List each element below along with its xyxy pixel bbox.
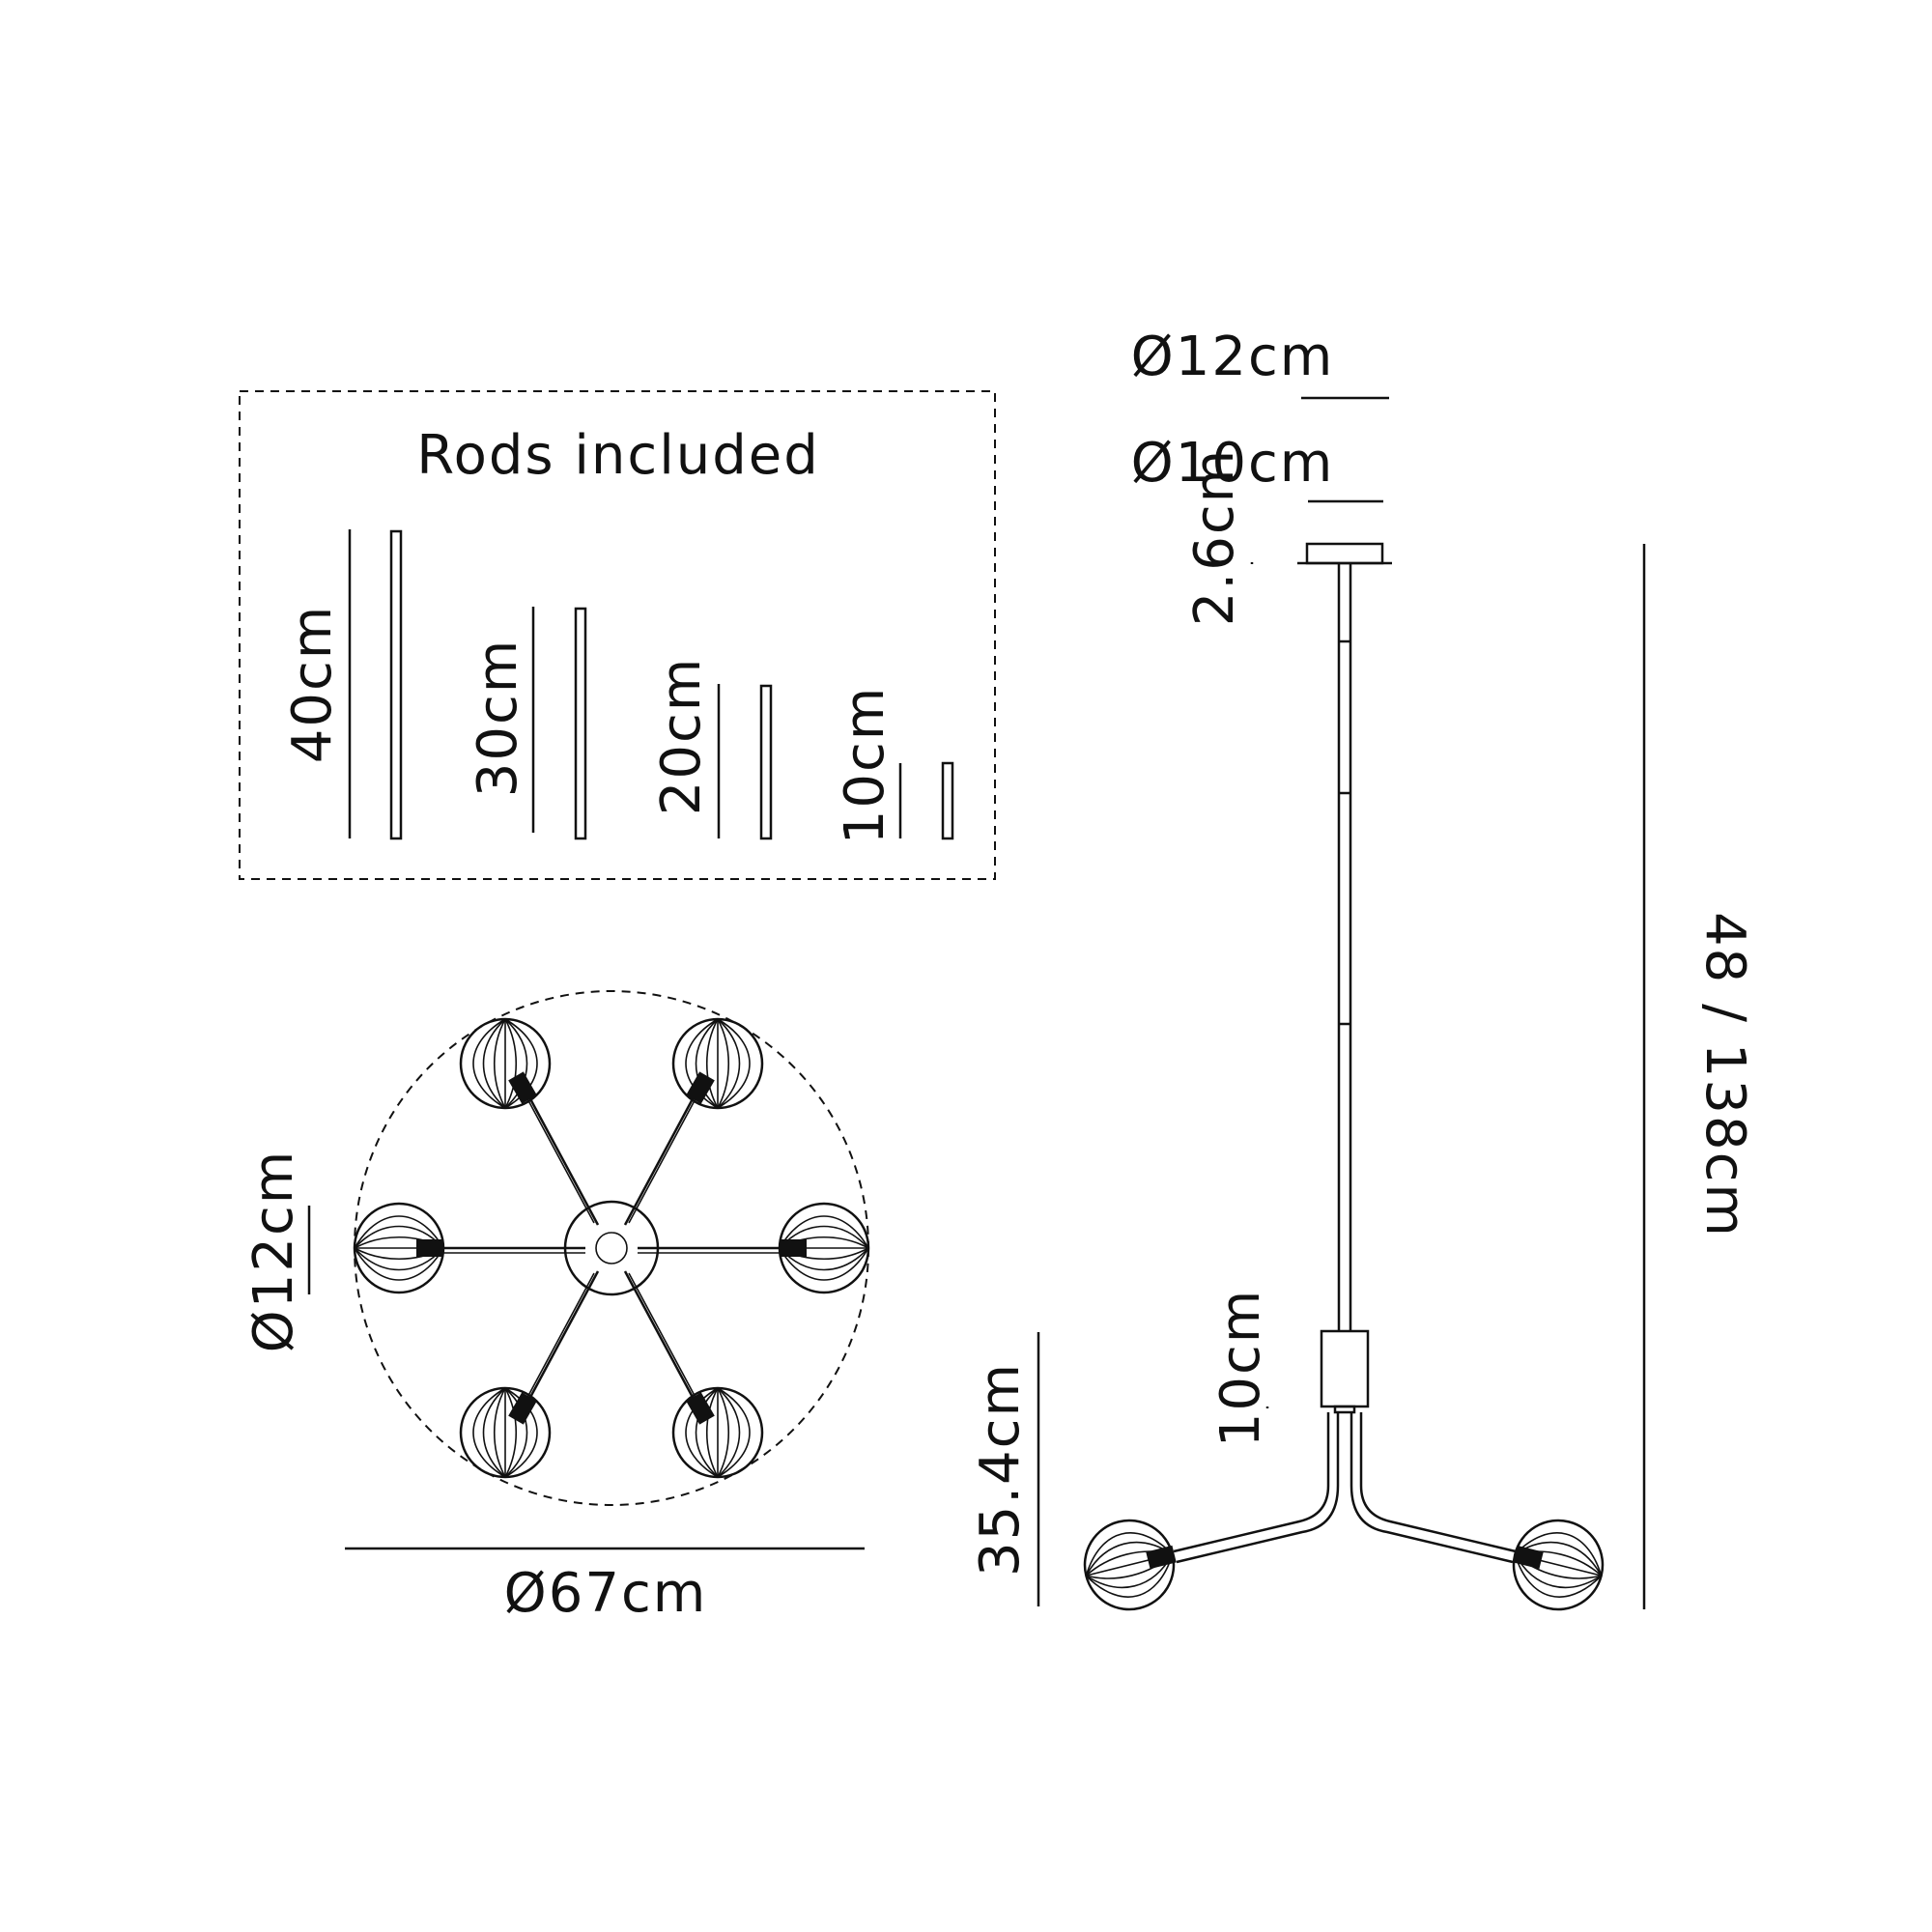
rod-30cm-label: 30cm: [467, 639, 529, 798]
rod-20cm: 20cm: [650, 657, 773, 840]
rods-box-border: [239, 390, 996, 880]
rod-20cm-shape: [759, 684, 773, 840]
fixture-body-collar: [1333, 1405, 1356, 1414]
overall-diameter-label: Ø67cm: [504, 1562, 708, 1625]
overall-height-label: 48 / 138cm: [1693, 912, 1756, 1238]
rod-40cm-shape: [389, 529, 403, 840]
rod-10cm-label: 10cm: [834, 686, 896, 845]
canopy-shape: [1305, 542, 1384, 565]
body-height-label: 10cm: [1209, 1289, 1272, 1448]
rod-10cm-shape: [941, 761, 954, 840]
rod-40cm-label: 40cm: [281, 605, 344, 764]
rod-10cm: 10cm: [834, 686, 954, 845]
drop-height-label: 35.4cm: [969, 1362, 1032, 1577]
top-view-arms: [439, 1091, 784, 1406]
rods-box-title: Rods included: [416, 424, 820, 487]
side-view: Ø12cm Ø10cm 2.6cm 10cm: [969, 326, 1756, 1621]
rod-30cm-shape: [574, 607, 587, 840]
bulb-bottom-right: [671, 1386, 764, 1479]
rod-20cm-label: 20cm: [650, 657, 713, 816]
suspension-rod: [1337, 563, 1352, 1331]
bulb-top-left: [459, 1017, 552, 1110]
fixture-body: [1320, 1329, 1370, 1408]
side-view-arms: [1173, 1412, 1517, 1564]
bulb-side-left: [1073, 1509, 1185, 1621]
rods-included-panel: Rods included 40cm 30cm 20cm 10cm: [239, 390, 996, 880]
canopy-inner-diameter-label: Ø10cm: [1131, 432, 1335, 495]
bulb-side-right: [1502, 1509, 1614, 1621]
bulb-top-right: [671, 1017, 764, 1110]
center-hub-inner: [595, 1232, 628, 1264]
rod-40cm: 40cm: [281, 529, 403, 840]
bulb-right: [778, 1202, 870, 1294]
canopy-outer-diameter-label: Ø12cm: [1131, 326, 1335, 388]
canopy-height-label: 2.6cm: [1183, 448, 1246, 626]
top-view: Ø12cm Ø67cm: [242, 990, 870, 1625]
bulb-left: [353, 1202, 445, 1294]
bulb-bottom-left: [459, 1386, 552, 1479]
bulb-diameter-label: Ø12cm: [242, 1150, 305, 1353]
rod-30cm: 30cm: [467, 607, 587, 840]
